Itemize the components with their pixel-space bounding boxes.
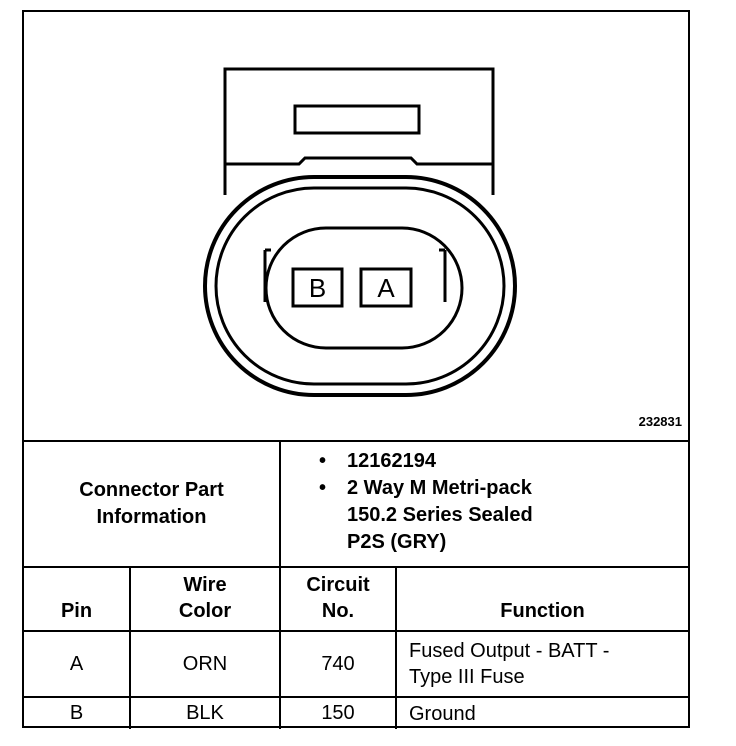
table-header-row: Pin Wire Color Circuit No. Function bbox=[24, 566, 688, 632]
row-circuit: 150 bbox=[279, 696, 397, 729]
table-row: B BLK 150 Ground bbox=[24, 696, 688, 729]
pin-label-a: A bbox=[377, 273, 395, 303]
row-circuit: 740 bbox=[279, 630, 397, 698]
header-circuit-line1: Circuit bbox=[306, 574, 370, 596]
header-function-text: Function bbox=[500, 600, 585, 622]
figure-id: 232831 bbox=[638, 414, 682, 429]
connector-diagram-frame: B A 232831 Connector Part Information 12… bbox=[22, 10, 690, 729]
connector-info-details: 12162194 2 Way M Metri-pack 150.2 Series… bbox=[279, 440, 688, 568]
connector-latch-housing bbox=[223, 67, 495, 195]
connector-description: 2 Way M Metri-pack 150.2 Series Sealed P… bbox=[319, 475, 688, 556]
row-function-line2: Type III Fuse bbox=[409, 666, 525, 688]
row-wire-color: ORN bbox=[129, 630, 281, 698]
connector-inner-cavity bbox=[264, 226, 464, 350]
table-row: A ORN 740 Fused Output - BATT - Type III… bbox=[24, 630, 688, 698]
row-pin: A bbox=[24, 630, 131, 698]
connector-description-line1: 2 Way M Metri-pack bbox=[347, 477, 532, 499]
connector-latch-ridge bbox=[225, 156, 493, 166]
row-function: Ground bbox=[395, 696, 688, 729]
part-number: 12162194 bbox=[319, 448, 688, 475]
header-circuit: Circuit No. bbox=[279, 566, 397, 632]
connector-info-row: Connector Part Information 12162194 2 Wa… bbox=[24, 440, 688, 568]
pin-cavity-b bbox=[291, 267, 344, 308]
connector-seal-ring bbox=[214, 186, 506, 386]
row-wire-color: BLK bbox=[129, 696, 281, 729]
connector-info-label: Connector Part Information bbox=[24, 440, 281, 568]
header-wire-color-line1: Wire bbox=[183, 574, 227, 596]
connector-description-line3: P2S (GRY) bbox=[347, 531, 447, 553]
connector-description-line2: 150.2 Series Sealed bbox=[347, 504, 533, 526]
row-function: Fused Output - BATT - Type III Fuse bbox=[395, 630, 688, 698]
header-pin: Pin bbox=[24, 566, 131, 632]
header-wire-color-line2: Color bbox=[178, 600, 232, 622]
connector-table: Connector Part Information 12162194 2 Wa… bbox=[24, 440, 688, 729]
header-circuit-line2: No. bbox=[321, 600, 355, 622]
header-function: Function bbox=[395, 566, 688, 632]
header-wire-color: Wire Color bbox=[129, 566, 281, 632]
connector-drawing: B A 232831 bbox=[24, 12, 688, 440]
row-pin: B bbox=[24, 696, 131, 729]
pin-label-b: B bbox=[309, 273, 326, 303]
connector-latch-slot bbox=[293, 104, 421, 135]
connector-face-svg: B A bbox=[203, 67, 517, 397]
connector-info-label-line1: Connector Part bbox=[79, 479, 224, 501]
header-pin-text: Pin bbox=[60, 600, 93, 622]
connector-info-label-line2: Information bbox=[96, 506, 207, 528]
row-function-line1: Fused Output - BATT - bbox=[409, 640, 610, 662]
pin-cavity-a bbox=[359, 267, 413, 308]
